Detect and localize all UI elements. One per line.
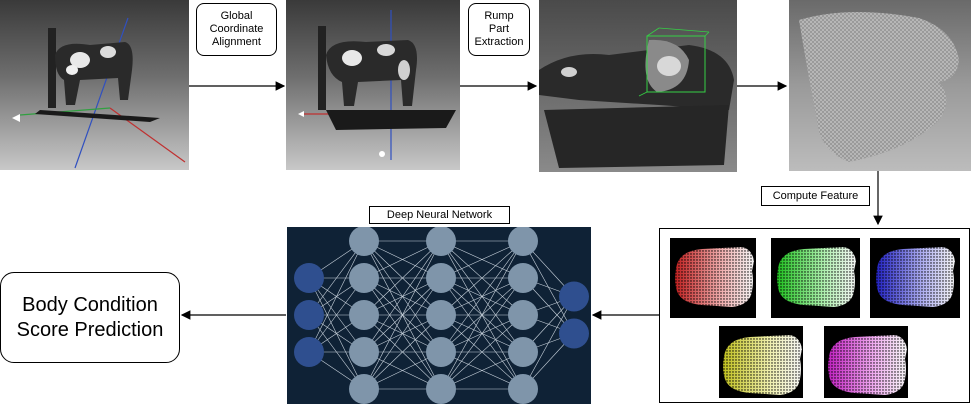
network-label: Deep Neural Network (369, 206, 510, 224)
nn-edge (308, 277, 365, 353)
nn-edge (440, 240, 524, 353)
nn-edge (522, 296, 575, 390)
nn-edge (363, 314, 442, 390)
hidden-node (349, 374, 379, 404)
neural-network-diagram (287, 227, 591, 404)
nn-edge (363, 240, 442, 316)
output-node (559, 281, 589, 312)
feature-maps-box (659, 228, 970, 403)
input-node (294, 300, 324, 330)
hidden-node (508, 227, 538, 256)
input-node (294, 263, 324, 293)
neural-network-panel (287, 227, 591, 404)
hidden-node (426, 337, 456, 367)
feature-maps (670, 238, 960, 398)
nn-edge (440, 277, 524, 390)
hidden-node (426, 227, 456, 256)
extraction-label: Rump Part Extraction (468, 3, 530, 56)
hidden-node (508, 300, 538, 330)
alignment-label: Global Coordinate Alignment (196, 3, 277, 56)
raw-pointcloud-panel (0, 0, 189, 170)
hidden-node (508, 263, 538, 293)
nn-edge (440, 314, 524, 390)
input-node (294, 337, 324, 367)
nn-edge (363, 277, 442, 390)
hidden-node (349, 263, 379, 293)
hidden-node (426, 263, 456, 293)
rump-surface-panel (789, 0, 971, 171)
compute-feature-label: Compute Feature (761, 186, 870, 206)
rump-extraction-image (539, 27, 734, 168)
nn-edge (440, 240, 524, 316)
hidden-node (508, 374, 538, 404)
hidden-node (508, 337, 538, 367)
hidden-node (426, 300, 456, 330)
nn-edge (440, 240, 524, 390)
aligned-pointcloud-panel (286, 0, 460, 170)
rump-extraction-panel (539, 0, 737, 172)
nn-edge (363, 240, 442, 390)
output-node (559, 318, 589, 349)
nn-edge (308, 240, 365, 353)
hidden-node (426, 374, 456, 404)
hidden-node (349, 227, 379, 256)
result-box: Body Condition Score Prediction (0, 272, 180, 363)
nn-edge (363, 240, 442, 353)
nn-edge (308, 240, 365, 316)
aligned-cow-image (298, 10, 456, 160)
rump-surface-image (799, 11, 959, 163)
hidden-node (349, 300, 379, 330)
hidden-node (349, 337, 379, 367)
raw-cow-image (12, 17, 186, 169)
